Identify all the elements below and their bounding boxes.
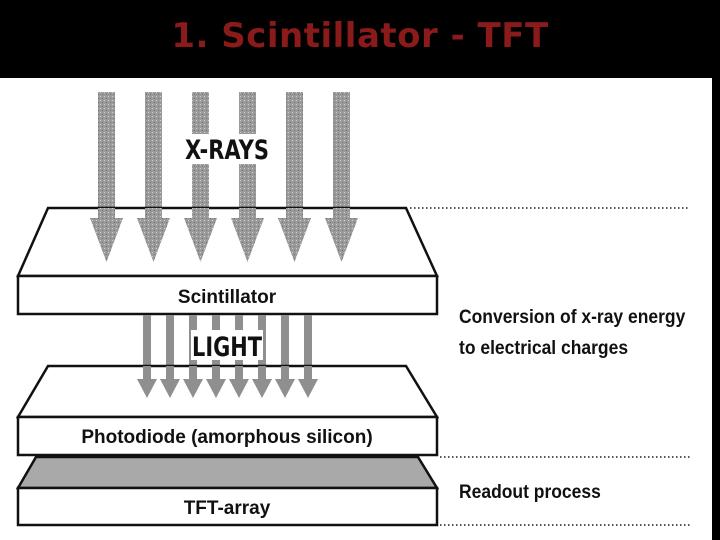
light-label-bg [191,330,263,360]
xrays-label-bg [184,134,270,164]
xrays-label: X-RAYS [185,135,269,166]
photodiode-label: Photodiode (amorphous silicon) [81,427,372,448]
slide-title: 1. Scintillator - TFT [171,16,549,56]
readout-note: Readout process [459,482,601,503]
right-frame-edge [712,78,720,540]
title-bar: 1. Scintillator - TFT [0,0,720,78]
conversion-note-line2: to electrical charges [459,338,629,359]
light-label: LIGHT [192,332,262,363]
tft-array-label: TFT-array [184,498,271,519]
dotted-guides [410,207,690,526]
light-arrow-tips [137,366,318,398]
conversion-note: Conversion of x-ray energy to electrical… [459,302,685,364]
scintillator-label: Scintillator [178,287,277,308]
photodiode-layer: Photodiode (amorphous silicon) [15,364,440,457]
xray-arrow-tips [90,208,358,262]
scintillator-layer: Scintillator [16,206,439,316]
conversion-note-line1: Conversion of x-ray energy [459,307,686,328]
tft-array-layer: TFT-array [15,455,440,527]
